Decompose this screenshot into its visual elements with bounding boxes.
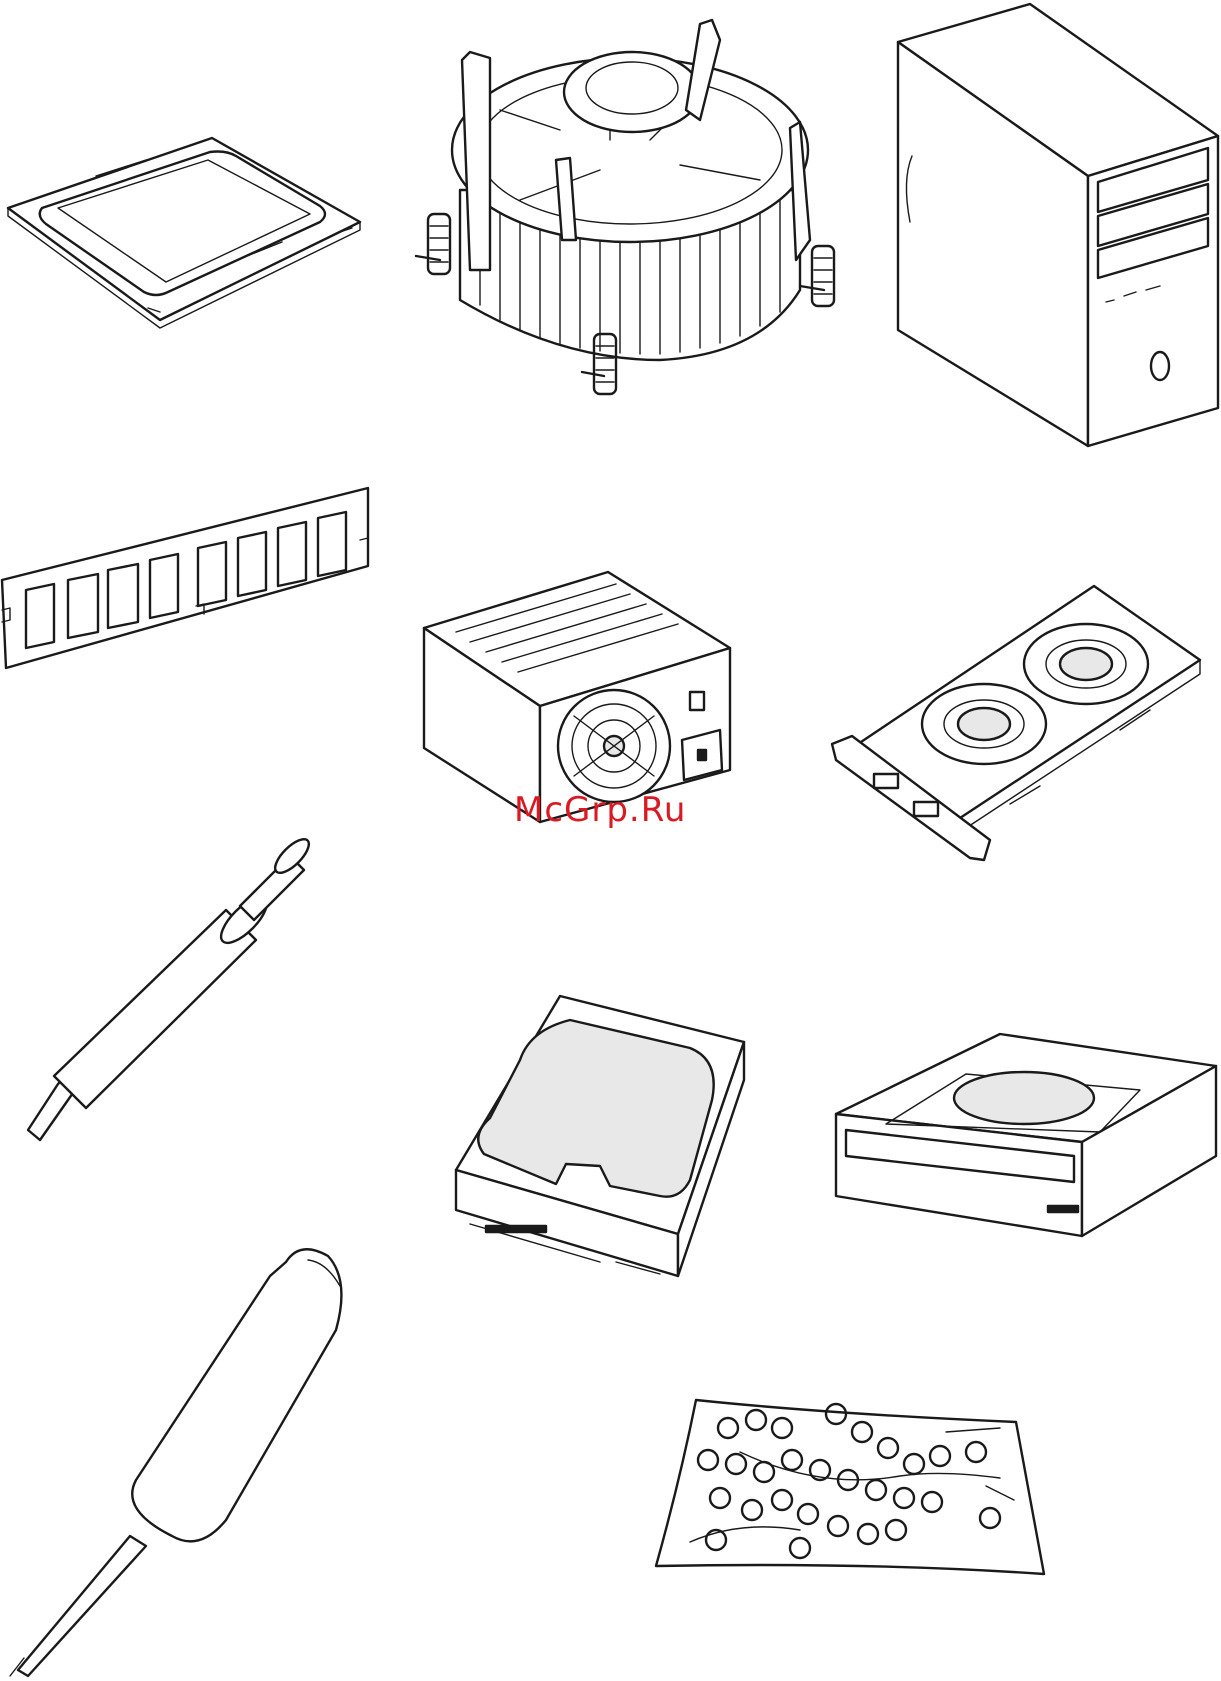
screwdriver-icon [10,1249,341,1676]
thermal-paste-syringe-icon [28,834,314,1140]
cpu-cooler-fan-icon [416,20,834,394]
memory-module-icon [2,488,368,668]
power-supply-icon [424,572,730,822]
graphics-card-icon [832,586,1200,860]
optical-drive-icon [836,1034,1216,1236]
cpu-processor-icon [8,138,360,328]
watermark-text: McGrp.Ru [514,790,724,840]
screws-bag-icon [656,1400,1044,1574]
hard-disk-drive-icon [456,996,744,1276]
computer-case-icon [898,4,1218,446]
